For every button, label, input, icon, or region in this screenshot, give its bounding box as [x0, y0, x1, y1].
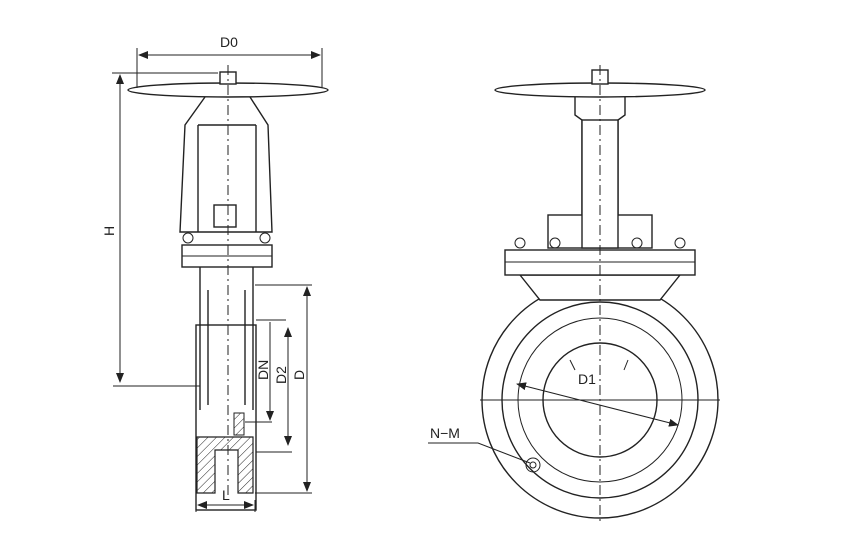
dn-label: DN	[255, 360, 271, 380]
l-label: L	[222, 487, 230, 503]
d0-label: D0	[220, 34, 238, 50]
d-label: D	[291, 370, 307, 380]
d2-label: D2	[273, 366, 289, 384]
nm-leader	[428, 442, 531, 464]
yoke	[179, 96, 273, 233]
bolt-hole	[525, 457, 541, 473]
h-label: H	[101, 226, 117, 236]
body-section	[196, 436, 254, 494]
stem-connector	[213, 204, 237, 228]
side-dimensions: D0 H D D2 DN L	[101, 34, 323, 512]
front-dimensions: D1 N−M	[428, 371, 679, 464]
body	[199, 267, 254, 410]
side-view	[127, 65, 329, 511]
front-view	[480, 65, 720, 525]
d1-dimension	[516, 382, 679, 427]
d1-label: D1	[578, 371, 596, 387]
nm-label: N−M	[430, 425, 460, 441]
